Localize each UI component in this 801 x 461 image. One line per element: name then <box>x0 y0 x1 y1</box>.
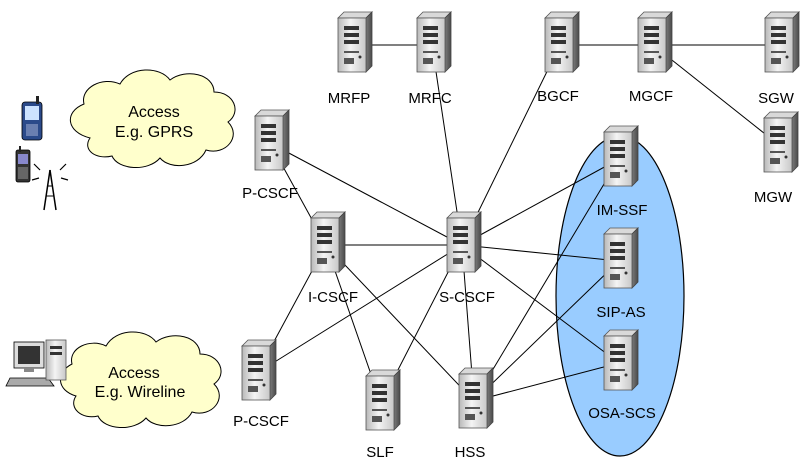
label-scscf: S-CSCF <box>439 289 495 306</box>
server-icon-mgw <box>763 111 799 173</box>
link-scscf-sipas <box>461 244 620 262</box>
label-sipas: SIP-AS <box>596 304 645 321</box>
cloud-wireline-title: Access <box>108 365 160 382</box>
link-hss-sipas <box>473 260 620 402</box>
label-pcscf-top: P-CSCF <box>242 185 298 202</box>
access-cloud-wireline: Access E.g. Wireline <box>60 331 222 428</box>
cloud-gprs-title: Access <box>128 104 180 121</box>
label-bgcf: BGCF <box>537 88 579 105</box>
server-icon-scscf <box>446 211 482 273</box>
cloud-wireline-subtitle: E.g. Wireline <box>95 384 186 401</box>
server-icon-mrfp <box>337 11 373 73</box>
server-icon-bgcf <box>544 11 580 73</box>
access-cloud-gprs: Access E.g. GPRS <box>69 69 236 168</box>
label-mrfp: MRFP <box>328 90 371 107</box>
label-sgw: SGW <box>758 90 795 107</box>
label-icscf: I-CSCF <box>308 289 358 306</box>
server-icon-mrfc <box>416 11 452 73</box>
server-icon-pcscf1 <box>254 109 290 171</box>
server-icon-imssf <box>603 125 639 187</box>
mobile-phone-icon <box>21 96 43 141</box>
link-hss-imssf <box>473 158 620 402</box>
server-icon-mgcf <box>637 11 673 73</box>
link-pcscf1-scscf <box>269 142 463 246</box>
mobile-phone-icon <box>15 146 31 183</box>
cloud-gprs-subtitle: E.g. GPRS <box>115 124 193 141</box>
link-scscf-pcscf2 <box>256 244 463 374</box>
link-scscf-imssf <box>461 158 620 246</box>
label-osascs: OSA-SCS <box>588 405 656 422</box>
label-slf: SLF <box>366 444 394 461</box>
desktop-computer-icon <box>5 339 67 387</box>
server-icon-osascs <box>603 329 639 391</box>
link-mgcf-mgw <box>652 44 780 146</box>
label-mgw: MGW <box>754 189 793 206</box>
server-icon-sgw <box>764 11 800 73</box>
server-icon-slf <box>365 369 401 431</box>
label-pcscf-bottom: P-CSCF <box>233 413 289 430</box>
label-imssf: IM-SSF <box>597 202 648 219</box>
link-hss-osascs <box>473 362 620 402</box>
link-icscf-hss <box>325 244 475 402</box>
server-icon-icscf <box>310 211 346 273</box>
link-scscf-osascs <box>461 244 620 364</box>
label-mrfc: MRFC <box>408 90 451 107</box>
radio-tower-icon <box>31 163 69 211</box>
server-icon-sipas <box>603 227 639 289</box>
label-hss: HSS <box>455 444 486 461</box>
server-icon-hss <box>458 367 494 429</box>
label-mgcf: MGCF <box>629 88 673 105</box>
server-icon-pcscf2 <box>241 339 277 401</box>
